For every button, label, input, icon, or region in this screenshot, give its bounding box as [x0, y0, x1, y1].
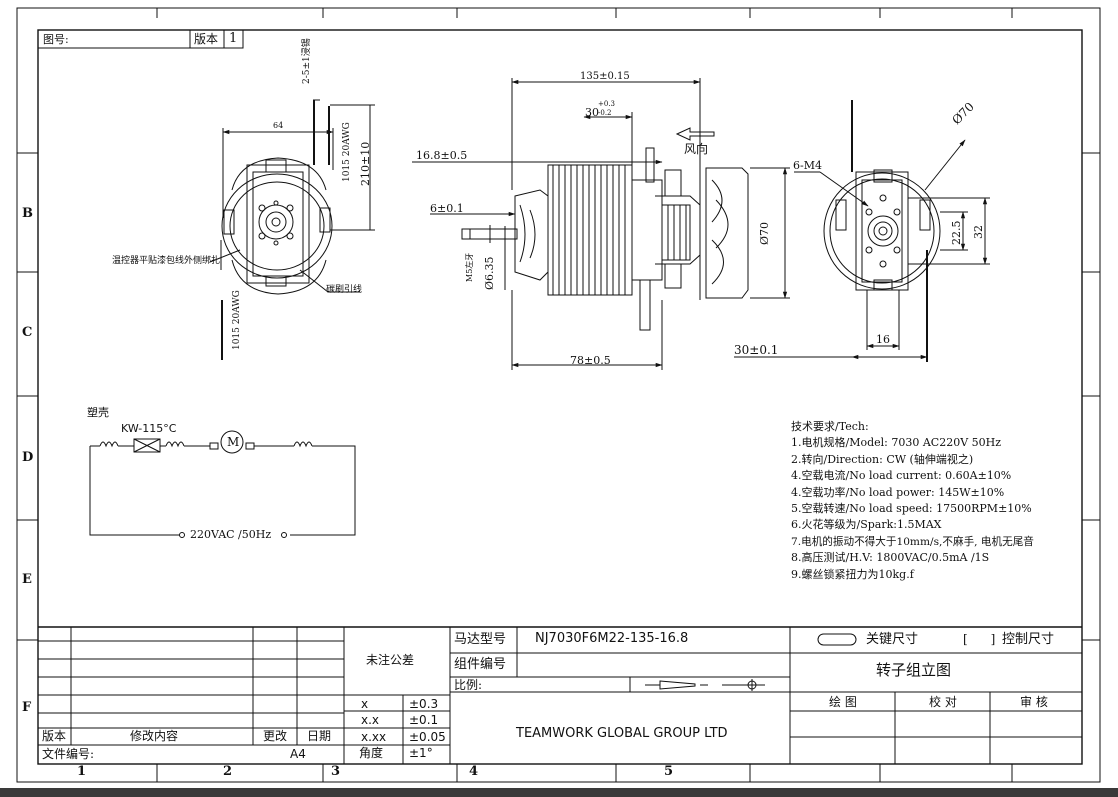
- viewer-bottom-bar: [0, 788, 1118, 797]
- zone-label-c: C: [22, 325, 33, 340]
- assembly-no-label: 组件编号: [454, 657, 507, 672]
- lead-wire-label-top: 1015 20AWG: [342, 122, 352, 182]
- drawing-frame: [16, 7, 1101, 783]
- motor-model-value: NJ7030F6M22-135-16.8: [535, 631, 689, 646]
- thermostat-label: KW-115°C: [121, 422, 177, 435]
- dim-32: 32: [972, 225, 985, 239]
- supply-label: 220VAC /50Hz: [190, 528, 272, 541]
- drawing-no-label: 图号:: [43, 33, 69, 46]
- tb-general-tol-label: 未注公差: [366, 653, 415, 667]
- dim-fan-dia: Ø70: [758, 221, 771, 245]
- dim-lead-strip: 2-5±1浸锡: [302, 38, 312, 84]
- dim-16: 16: [876, 333, 890, 346]
- control-dim-label: 控制尺寸: [1002, 632, 1055, 647]
- version-label: 版本: [194, 32, 219, 46]
- tech-line: 6.火花等级为/Spark:1.5MAX: [791, 518, 942, 532]
- tech-title: 技术要求/Tech:: [791, 420, 869, 433]
- tech-requirements: 技术要求/Tech: 1.电机规格/Model: 7030 AC220V 50H…: [791, 419, 1079, 583]
- tb-revise-label: 更改: [263, 729, 288, 743]
- tech-line: 1.电机规格/Model: 7030 AC220V 50Hz: [791, 436, 1002, 450]
- side-motor-view: [412, 78, 790, 370]
- tol-value: ±0.1: [409, 713, 439, 727]
- draw-label: 绘 图: [829, 695, 857, 709]
- zone-label-d: D: [22, 450, 34, 465]
- dim-shaft-dia: Ø6.35: [483, 256, 496, 290]
- motor-symbol: M: [227, 435, 240, 449]
- zone-label-col-3: 3: [331, 764, 341, 779]
- tol-value: ±1°: [409, 746, 433, 760]
- dim-22-5: 22.5: [950, 220, 963, 246]
- check-label: 校 对: [929, 695, 957, 709]
- dim-6-m4: 6-M4: [793, 159, 822, 172]
- zone-label-col-1: 1: [77, 764, 87, 779]
- zone-label-col-5: 5: [664, 764, 674, 779]
- brush-lead-note: 碳刷引线: [326, 285, 363, 295]
- tol-key: x.xx: [361, 730, 387, 744]
- tech-line: 4.空载功率/No load power: 145W±10%: [791, 485, 1005, 499]
- dim-78: 78±0.5: [570, 354, 611, 367]
- tech-line: 4.空载电流/No load current: 0.60A±10%: [791, 469, 1012, 483]
- tol-key: 角度: [359, 746, 384, 760]
- dim-30-end: 30±0.1: [734, 343, 779, 357]
- tb-date-label: 日期: [307, 729, 332, 743]
- zone-label-f: F: [22, 700, 32, 715]
- tol-value: ±0.05: [409, 730, 446, 744]
- title-block: [38, 626, 1082, 764]
- tol-key: x: [361, 697, 369, 711]
- tb-version-label: 版本: [42, 729, 67, 743]
- zone-label-e: E: [22, 572, 32, 587]
- tech-line: 9.螺丝锁紧扭力为10kg.f: [791, 567, 914, 581]
- dim-64: 64: [273, 121, 284, 130]
- tech-line: 8.高压测试/H.V: 1800VAC/0.5mA /1S: [791, 551, 990, 565]
- housing-label: 塑壳: [87, 406, 109, 419]
- company-name: TEAMWORK GLOBAL GROUP LTD: [516, 726, 728, 741]
- wiring-schematic: [89, 430, 356, 538]
- tol-30-upper: +0.3: [598, 100, 615, 108]
- zone-label-b: B: [22, 206, 33, 221]
- tb-paper-size: A4: [290, 747, 306, 761]
- tech-line: 2.转向/Direction: CW (轴伸端视之): [791, 452, 974, 466]
- dim-30-side: 30: [585, 106, 599, 119]
- lead-wire-label-bottom: 1015 20AWG: [232, 290, 242, 350]
- left-motor-view: [209, 99, 375, 360]
- tb-file-no-label: 文件编号:: [42, 747, 95, 761]
- end-motor-view: [734, 100, 990, 362]
- key-dim-label: 关键尺寸: [866, 632, 919, 647]
- thermostat-note: 温控器平贴漆包线外侧绑扎: [112, 256, 221, 266]
- scale-label: 比例:: [454, 678, 483, 692]
- dim-210: 210±10: [359, 141, 372, 186]
- shaft-thread-note: M5左牙: [465, 252, 474, 282]
- version-value: 1: [229, 31, 238, 46]
- dim-16-8: 16.8±0.5: [416, 149, 468, 162]
- drawing-title: 转子组立图: [876, 661, 952, 679]
- tol-value: ±0.3: [409, 697, 439, 711]
- tol-30-lower: -0.2: [598, 109, 612, 117]
- wind-direction-label: 风向: [684, 142, 709, 156]
- tech-line: 5.空载转速/No load speed: 17500RPM±10%: [791, 501, 1032, 515]
- zone-label-col-2: 2: [223, 764, 233, 779]
- dim-135: 135±0.15: [580, 71, 630, 82]
- motor-model-label: 马达型号: [454, 632, 507, 647]
- dim-6: 6±0.1: [430, 202, 464, 215]
- tech-line: 7.电机的振动不得大于10mm/s,不麻手, 电机无尾音: [791, 535, 1034, 548]
- approve-label: 审 核: [1020, 695, 1048, 709]
- control-dim-bracket: [ ]: [963, 632, 996, 646]
- tb-change-label: 修改内容: [130, 729, 179, 743]
- tol-key: x.x: [361, 713, 380, 727]
- zone-label-col-4: 4: [469, 764, 479, 779]
